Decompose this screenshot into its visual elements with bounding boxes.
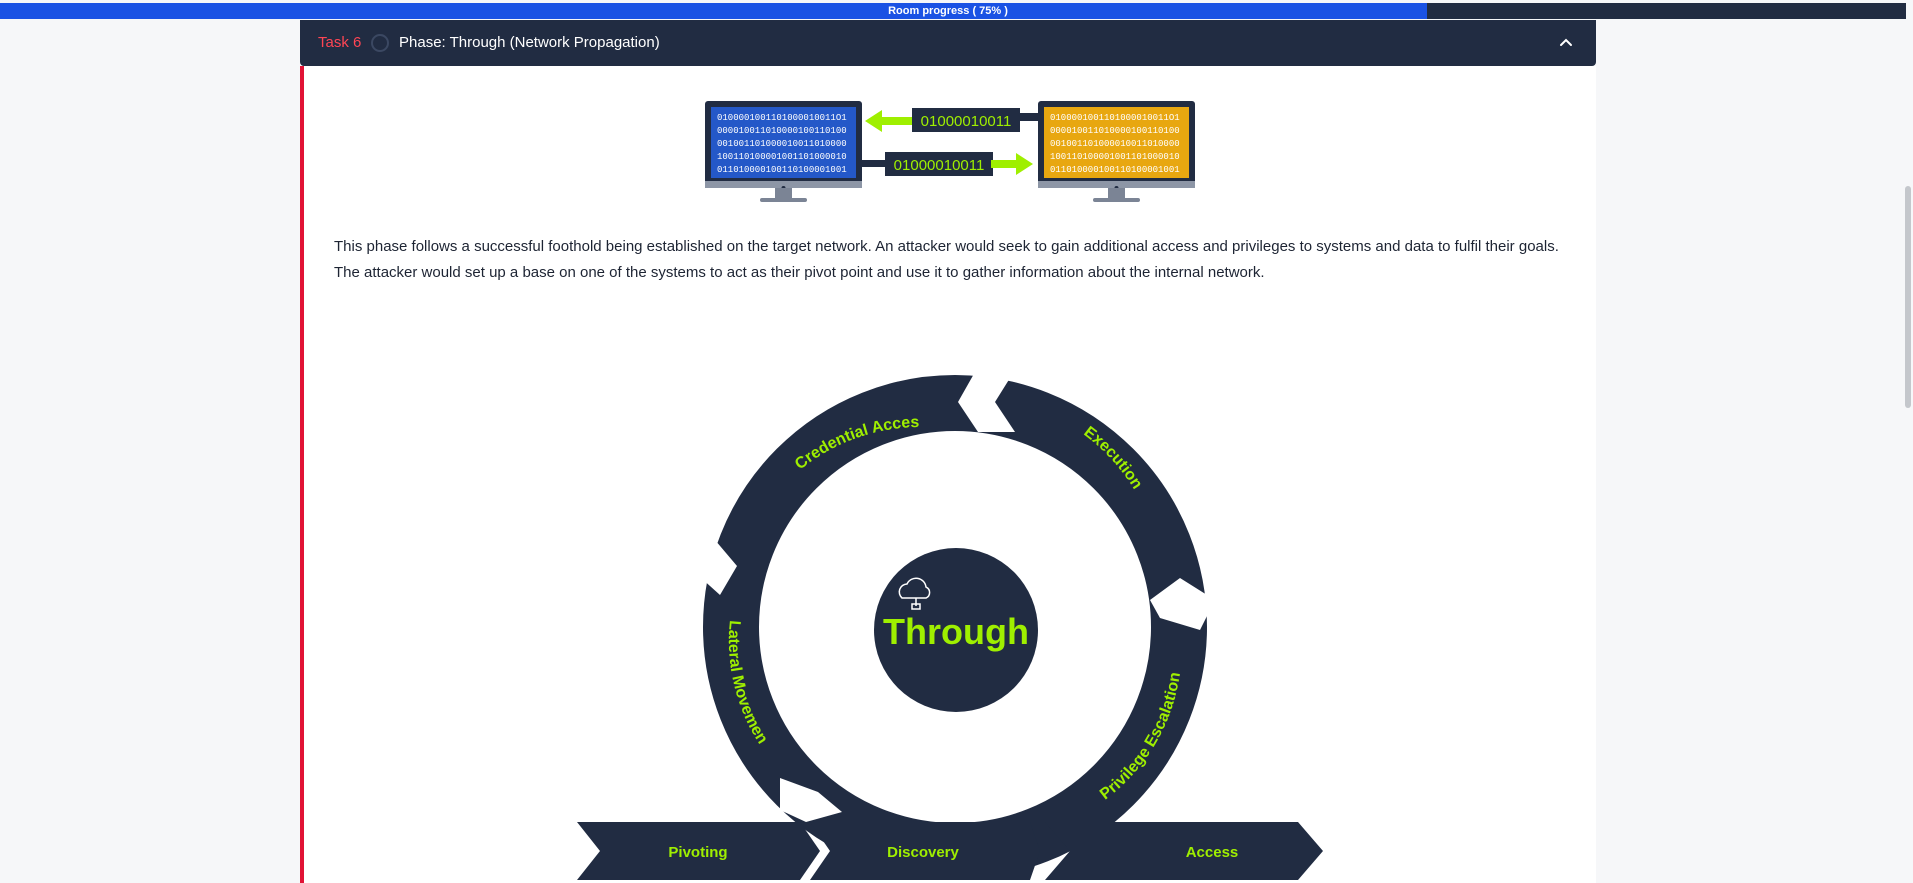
left-monitor-icon: 0100001001101000010011O1 000010011010000… xyxy=(705,101,862,202)
description-line: The attacker would set up a base on one … xyxy=(334,264,1265,281)
center-disc xyxy=(874,548,1038,712)
arrow-label-discovery: Discovery xyxy=(887,844,959,861)
task-title: Phase: Through (Network Propagation) xyxy=(399,34,660,51)
description-line: This phase follows a successful foothold… xyxy=(334,238,1559,255)
binary-line: 001001101000010011010000 xyxy=(717,139,847,149)
task-complete-indicator xyxy=(371,34,389,52)
binary-line: 100110100001001101000010 xyxy=(1050,152,1180,162)
task-accent-border xyxy=(300,66,304,883)
arrow-discovery: Discovery xyxy=(810,822,1040,880)
task-number: Task 6 xyxy=(318,34,362,51)
arrow-left-icon: 01000010011 xyxy=(865,108,1040,132)
binary-line: 011010000100110100001001 xyxy=(717,165,847,175)
binary-line: 011010000100110100001001 xyxy=(1050,165,1180,175)
arrow-label-access: Access xyxy=(1186,844,1239,861)
page-scrollbar[interactable] xyxy=(1905,186,1911,408)
binary-line: 100110100001001101000010 xyxy=(717,152,847,162)
arrow-pivoting: Pivoting xyxy=(577,822,820,880)
arrow-access: Access xyxy=(1045,822,1323,880)
phase-description: This phase follows a successful foothold… xyxy=(334,234,1584,286)
binary-line: 0100001001101000010011O1 xyxy=(717,113,847,123)
task-header[interactable]: Task 6 Phase: Through (Network Propagati… xyxy=(300,20,1596,66)
room-progress-fill xyxy=(0,3,1427,19)
binary-line: 000010011010000100110100 xyxy=(1050,126,1180,136)
cloud-network-icon xyxy=(898,577,931,610)
packet-label-top: 01000010011 xyxy=(921,113,1012,130)
binary-line: 001001101000010011010000 xyxy=(1050,139,1180,149)
arrow-label-pivoting: Pivoting xyxy=(668,844,727,861)
svg-text:0100001001101000010011O1: 0100001001101000010011O1 000010011010000… xyxy=(1050,113,1185,175)
binary-line: 000010011010000100110100 xyxy=(717,126,847,136)
network-transfer-illustration: 0100001001101000010011O1 000010011010000… xyxy=(705,101,1195,202)
room-progress-label: Room progress ( 75% ) xyxy=(888,5,1008,17)
right-monitor-icon: 0100001001101000010011O1 000010011010000… xyxy=(1038,101,1195,202)
svg-text:0100001001101000010011O1: 0100001001101000010011O1 000010011010000… xyxy=(717,113,852,175)
packet-label-bottom: 01000010011 xyxy=(894,157,985,174)
task-body xyxy=(300,66,1596,883)
chevron-up-icon[interactable] xyxy=(1556,32,1576,52)
arrow-right-icon: 01000010011 xyxy=(862,152,1033,176)
through-phase-cycle-diagram: Credential Access Execution Privilege Es… xyxy=(570,360,1323,880)
center-label: Through xyxy=(883,611,1029,652)
binary-line: 0100001001101000010011O1 xyxy=(1050,113,1180,123)
room-progress-bar: Room progress ( 75% ) xyxy=(0,3,1906,19)
